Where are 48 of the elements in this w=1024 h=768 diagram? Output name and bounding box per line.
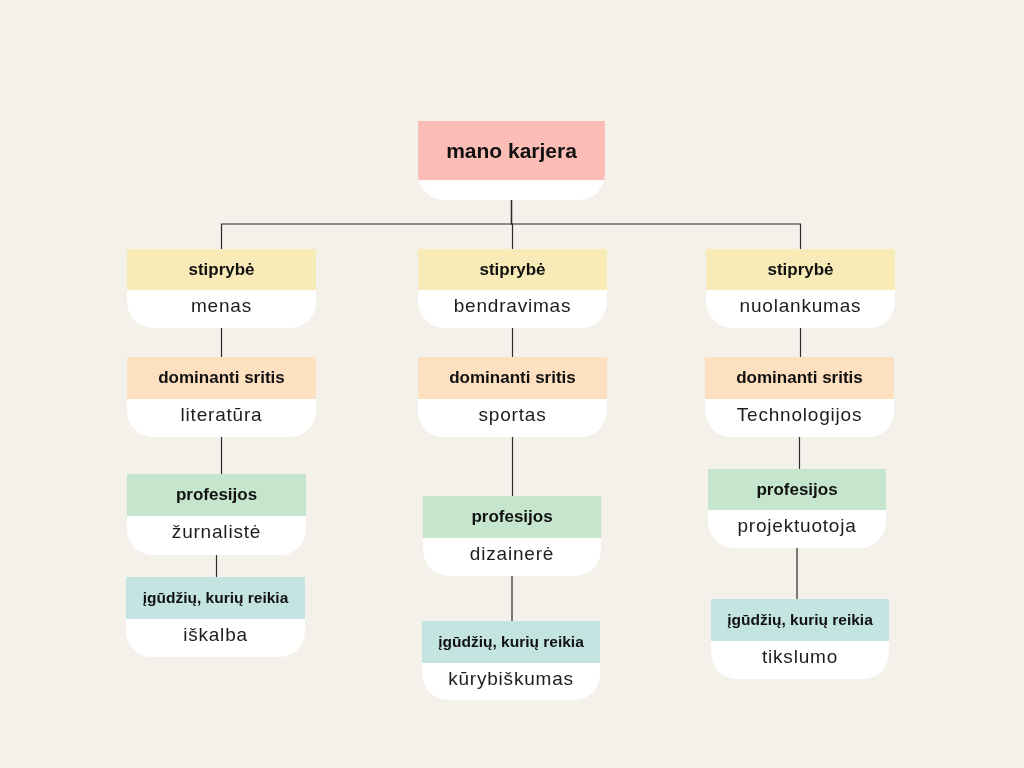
card-heading: stiprybė — [127, 249, 316, 290]
connector-line — [511, 327, 514, 358]
card-value: kūrybiškumas — [448, 667, 574, 691]
card-value: bendravimas — [453, 294, 572, 318]
card-value: žurnalistė — [171, 520, 262, 544]
connector-line — [215, 554, 218, 578]
connector-line — [799, 327, 802, 358]
card-value: sportas — [478, 403, 547, 427]
category-card — [127, 357, 316, 437]
category-card — [708, 469, 886, 548]
category-card — [126, 577, 305, 657]
card-heading: įgūdžių, kurių reikia — [422, 621, 600, 663]
category-card — [705, 357, 894, 437]
card-heading: stiprybė — [418, 249, 607, 290]
card-value: iškalba — [183, 623, 248, 647]
category-card — [418, 249, 607, 328]
category-card — [706, 249, 895, 328]
category-card — [423, 496, 601, 576]
category-card — [127, 474, 306, 555]
card-value: dizainerė — [469, 542, 555, 566]
card-heading: dominanti sritis — [418, 357, 607, 399]
card-heading: mano karjera — [418, 121, 605, 180]
card-value: literatūra — [180, 403, 263, 427]
root-card — [418, 121, 605, 200]
card-value: menas — [191, 294, 252, 318]
category-card — [127, 249, 316, 328]
connector-line — [220, 327, 223, 358]
card-heading: dominanti sritis — [705, 357, 894, 399]
connector-line — [798, 436, 801, 470]
card-heading: profesijos — [127, 474, 306, 516]
card-value: Technologijos — [736, 403, 863, 427]
category-card — [711, 599, 889, 679]
card-heading: dominanti sritis — [127, 357, 316, 399]
card-heading: profesijos — [708, 469, 886, 510]
card-heading: profesijos — [423, 496, 601, 538]
connector-line — [511, 575, 513, 622]
card-value: nuolankumas — [739, 294, 862, 318]
category-card — [422, 621, 600, 700]
connector-line — [510, 199, 802, 250]
card-heading: įgūdžių, kurių reikia — [711, 599, 889, 641]
card-value: projektuotoja — [737, 514, 857, 538]
card-value: tikslumo — [761, 645, 839, 669]
category-card — [418, 357, 607, 437]
card-heading: stiprybė — [706, 249, 895, 290]
connector-line — [796, 547, 798, 600]
connector-line — [220, 436, 223, 475]
connector-line — [511, 436, 514, 497]
card-heading: įgūdžių, kurių reikia — [126, 577, 305, 619]
